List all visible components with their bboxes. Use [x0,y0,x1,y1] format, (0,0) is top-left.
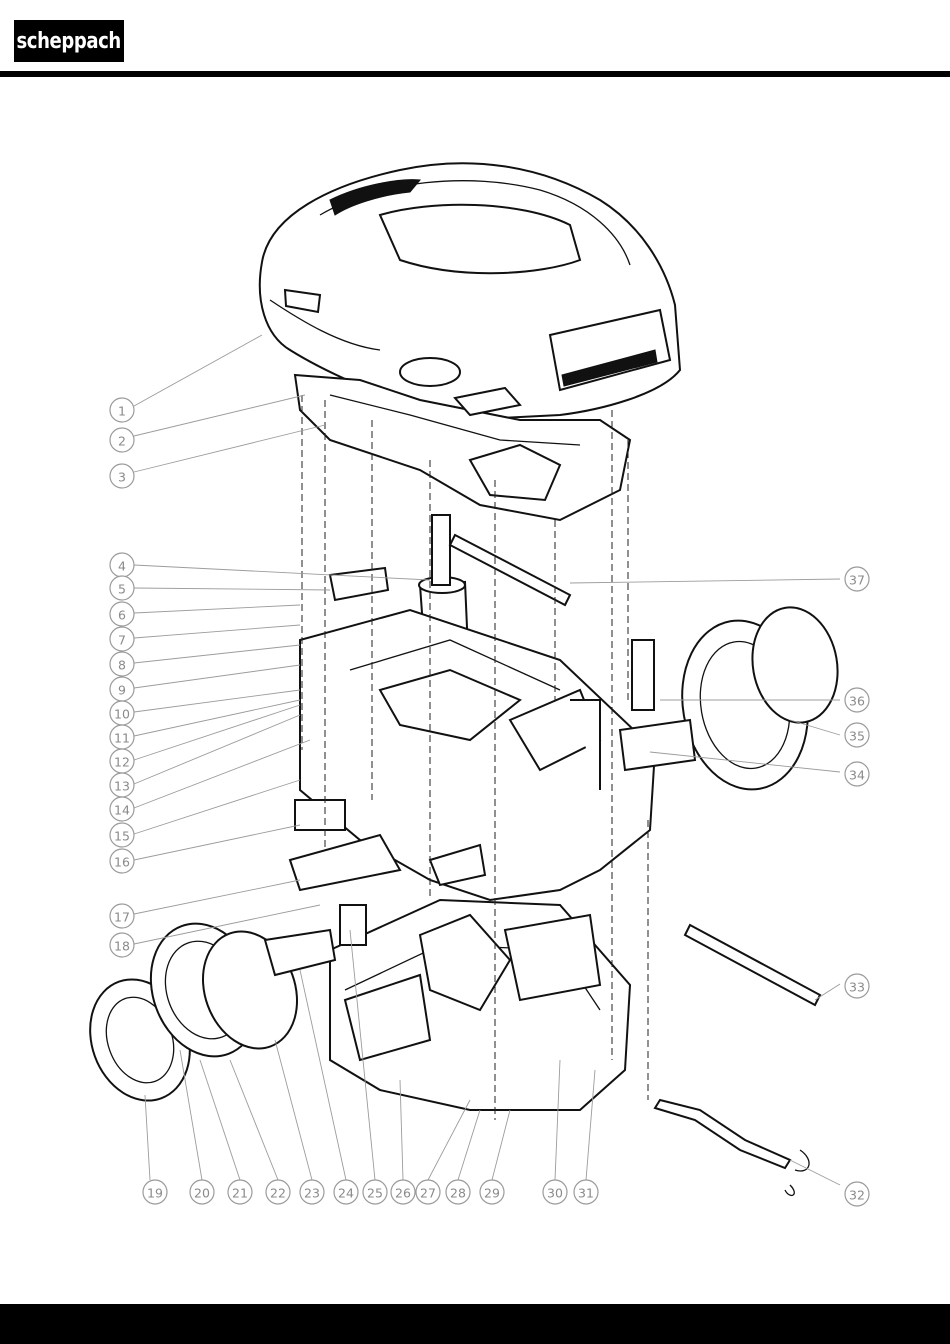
callout-1: 1 [110,398,134,422]
callout-3: 3 [110,464,134,488]
svg-text:9: 9 [118,683,126,698]
svg-text:37: 37 [849,573,865,588]
svg-text:22: 22 [270,1186,286,1201]
callout-37: 37 [845,567,869,591]
svg-text:20: 20 [194,1186,210,1201]
callout-5: 5 [110,576,134,600]
svg-text:24: 24 [338,1186,354,1201]
callout-33: 33 [845,974,869,998]
svg-text:14: 14 [114,803,130,818]
svg-text:8: 8 [118,658,126,673]
svg-text:33: 33 [849,980,865,995]
svg-text:17: 17 [114,910,130,925]
svg-text:28: 28 [450,1186,466,1201]
callout-22: 22 [266,1180,290,1204]
svg-text:34: 34 [849,768,865,783]
svg-text:30: 30 [547,1186,563,1201]
svg-text:27: 27 [420,1186,436,1201]
callout-20: 20 [190,1180,214,1204]
callout-9: 9 [110,677,134,701]
svg-text:25: 25 [367,1186,383,1201]
svg-text:4: 4 [118,559,126,574]
svg-text:11: 11 [114,731,130,746]
callout-36: 36 [845,688,869,712]
svg-text:3: 3 [118,470,126,485]
callout-35: 35 [845,723,869,747]
svg-text:26: 26 [395,1186,411,1201]
svg-text:36: 36 [849,694,865,709]
svg-text:5: 5 [118,582,126,597]
svg-text:29: 29 [484,1186,500,1201]
svg-text:2: 2 [118,434,126,449]
callout-21: 21 [228,1180,252,1204]
callout-18: 18 [110,933,134,957]
callout-12: 12 [110,749,134,773]
svg-text:10: 10 [114,707,130,722]
callout-6: 6 [110,602,134,626]
svg-text:13: 13 [114,779,130,794]
callout-13: 13 [110,773,134,797]
callout-10: 10 [110,701,134,725]
svg-text:32: 32 [849,1188,865,1203]
callout-32: 32 [845,1182,869,1206]
svg-text:7: 7 [118,633,126,648]
svg-text:35: 35 [849,729,865,744]
svg-text:16: 16 [114,855,130,870]
svg-text:31: 31 [578,1186,594,1201]
footer-band [0,1304,950,1344]
callout-8: 8 [110,652,134,676]
callout-16: 16 [110,849,134,873]
callout-25: 25 [363,1180,387,1204]
callout-31: 31 [574,1180,598,1204]
callout-24: 24 [334,1180,358,1204]
callout-28: 28 [446,1180,470,1204]
callout-7: 7 [110,627,134,651]
svg-text:19: 19 [147,1186,163,1201]
svg-text:12: 12 [114,755,130,770]
callout-15: 15 [110,823,134,847]
callout-29: 29 [480,1180,504,1204]
svg-text:23: 23 [304,1186,320,1201]
callout-11: 11 [110,725,134,749]
callout-26: 26 [391,1180,415,1204]
svg-text:1: 1 [118,404,126,419]
callout-2: 2 [110,428,134,452]
svg-text:21: 21 [232,1186,248,1201]
svg-text:6: 6 [118,608,126,623]
callout-34: 34 [845,762,869,786]
callout-30: 30 [543,1180,567,1204]
svg-text:18: 18 [114,939,130,954]
svg-text:15: 15 [114,829,130,844]
callout-17: 17 [110,904,134,928]
callout-27: 27 [416,1180,440,1204]
base-plate [330,900,630,1110]
callout-14: 14 [110,797,134,821]
callout-19: 19 [143,1180,167,1204]
callout-4: 4 [110,553,134,577]
callout-23: 23 [300,1180,324,1204]
